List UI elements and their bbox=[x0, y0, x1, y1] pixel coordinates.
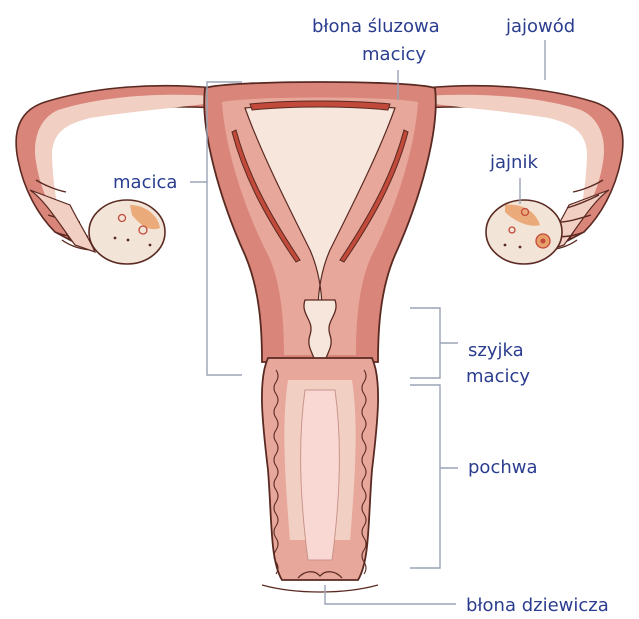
right-ovary bbox=[486, 200, 562, 264]
vagina-bracket bbox=[410, 385, 458, 568]
hymen-leader bbox=[325, 585, 456, 604]
label-endometrium-line2: macicy bbox=[362, 44, 426, 66]
uterus-body bbox=[204, 82, 436, 372]
label-vagina: pochwa bbox=[468, 457, 538, 479]
vagina bbox=[262, 358, 378, 592]
label-ovary: jajnik bbox=[490, 152, 538, 174]
label-endometrium-line1: błona śluzowa bbox=[312, 16, 440, 38]
label-cervix-line2: macicy bbox=[466, 366, 530, 388]
cervix-bracket bbox=[410, 308, 458, 378]
label-fallopian-tube: jajowód bbox=[506, 16, 575, 38]
label-cervix-line1: szyjka bbox=[468, 340, 524, 362]
label-uterus: macica bbox=[113, 172, 177, 194]
left-ovary bbox=[89, 200, 165, 264]
label-hymen: błona dziewicza bbox=[466, 595, 609, 617]
